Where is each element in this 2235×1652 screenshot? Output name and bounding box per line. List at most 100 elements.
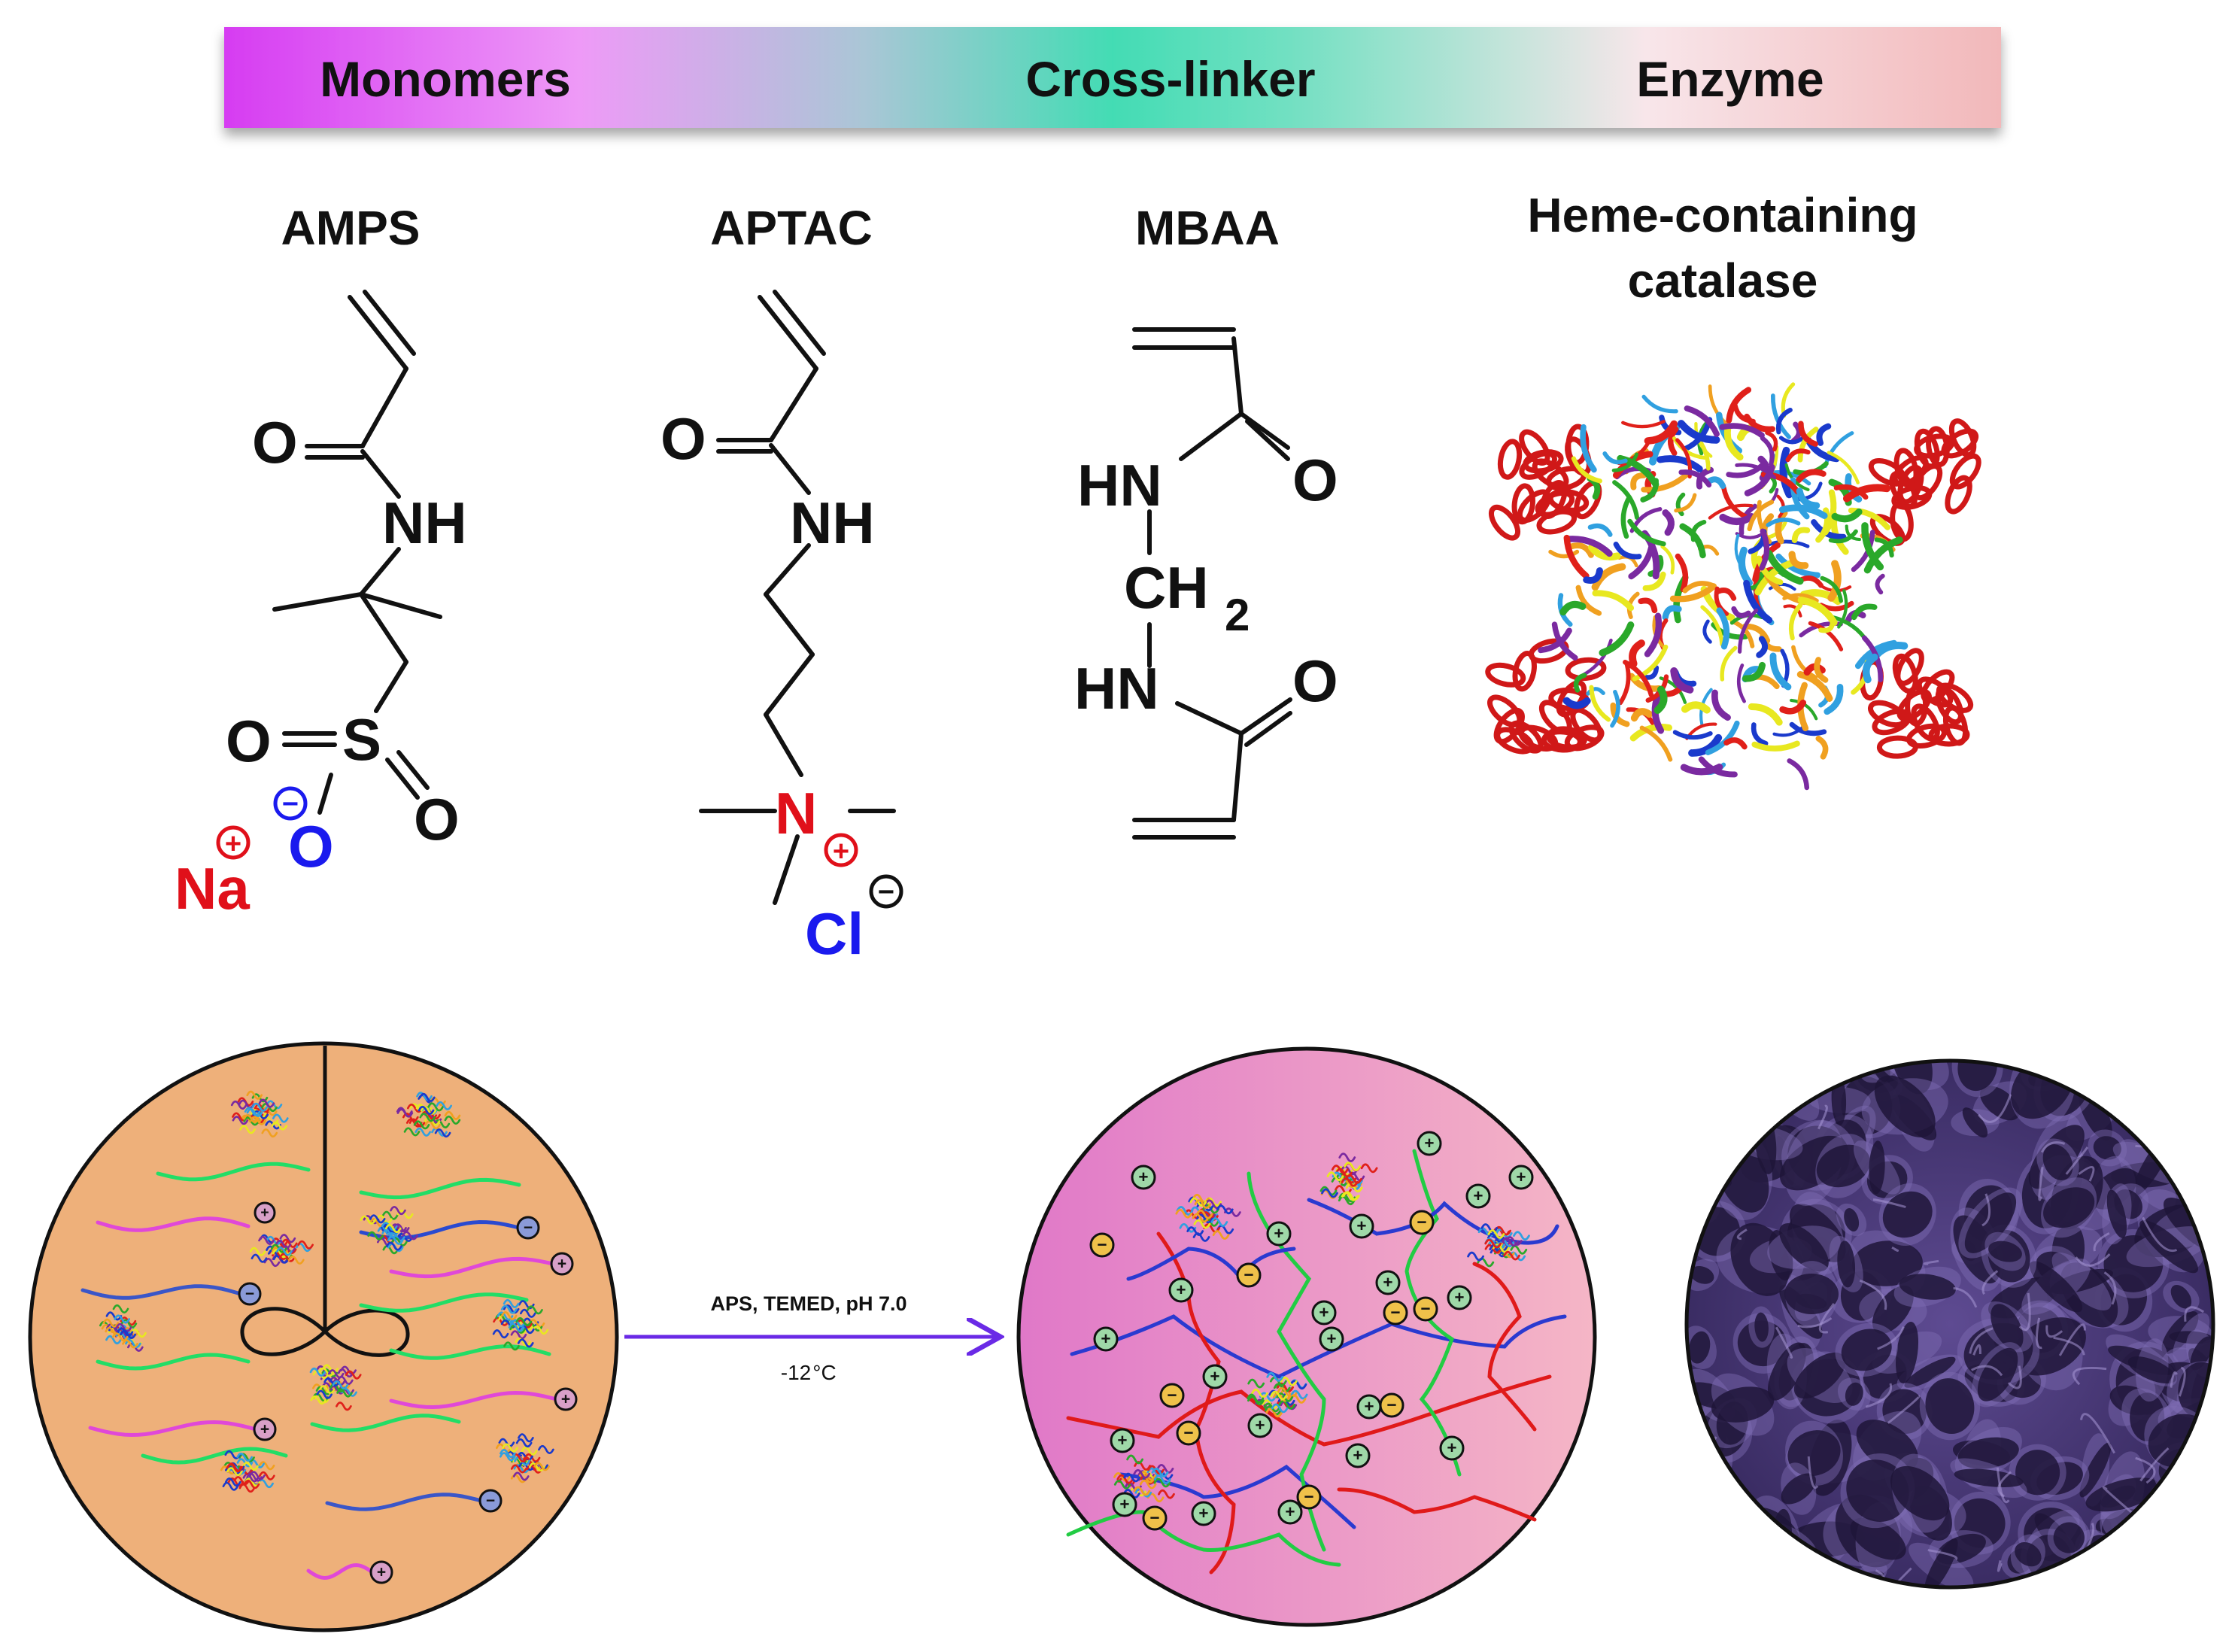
ribbon <box>1815 735 1829 760</box>
cationic-monomer-bead-sign: + <box>561 1390 570 1408</box>
negative-charge-bead-circle <box>1236 1262 1262 1288</box>
ridge <box>1736 1228 1748 1241</box>
ribbon <box>1583 567 1603 584</box>
ridge <box>2075 1253 2111 1267</box>
ridge <box>1877 1326 1905 1350</box>
ribbon <box>1723 425 1744 461</box>
protein-ribbon <box>1153 1474 1171 1484</box>
protein-ribbon <box>1344 1174 1362 1184</box>
pore <box>1964 1192 2017 1253</box>
category-banner: Monomers Cross-linker Enzyme <box>224 27 2001 128</box>
positive-charge-bead: + <box>1417 1131 1442 1156</box>
ribbon <box>1731 606 1751 618</box>
monomer-chain <box>359 1219 521 1241</box>
ribbon <box>1630 472 1647 490</box>
positive-charge-bead: + <box>1093 1326 1119 1352</box>
protein-ribbon <box>1259 1392 1277 1402</box>
pore <box>1882 1191 1933 1238</box>
polymer-chain <box>1126 1247 1296 1283</box>
ridge <box>1872 1198 1906 1209</box>
protein-ribbon <box>1151 1467 1169 1477</box>
ribbon <box>1820 575 1843 603</box>
protein-ribbon <box>369 1214 386 1224</box>
monomer-chain <box>325 1493 484 1511</box>
ribbon <box>1627 518 1666 547</box>
cationic-monomer-bead: + <box>550 1252 574 1276</box>
cationic-monomer-bead-circle <box>369 1560 393 1584</box>
ridge <box>2078 1165 2095 1182</box>
pore <box>1869 1140 1885 1195</box>
protein-ribbon <box>242 1462 259 1471</box>
ribbon <box>1575 585 1602 616</box>
negative-charge-bead-circle <box>1409 1210 1435 1235</box>
protein-ribbon <box>263 1257 281 1268</box>
protein-ribbon <box>1156 1464 1174 1474</box>
protein-ribbon <box>1484 1238 1502 1249</box>
protein-ribbon <box>226 1467 243 1477</box>
negative-charge-bead-circle <box>1383 1300 1408 1326</box>
positive-charge-bead-circle <box>1266 1221 1292 1247</box>
immobilized-catalase <box>1175 1193 1241 1242</box>
positive-charge-bead: + <box>1319 1326 1344 1352</box>
negative-charge-bead-sign: − <box>1149 1508 1159 1527</box>
positive-charge-bead-circle <box>1093 1326 1119 1352</box>
protein-ribbon <box>249 1247 266 1256</box>
ribbon <box>1875 573 1885 595</box>
pore <box>1957 1437 2019 1469</box>
amps-atoms: O NH S O O O − Na + <box>175 409 467 922</box>
ribbon <box>1559 600 1587 616</box>
mbaa-atom-hn-1: HN <box>1077 452 1162 518</box>
ridge <box>1807 1456 1819 1489</box>
ribbon <box>1747 500 1775 532</box>
helix <box>1895 648 1924 686</box>
mbaa-subscript-2: 2 <box>1225 590 1250 640</box>
ribbon <box>1679 523 1706 559</box>
positive-charge-bead: + <box>1439 1435 1465 1461</box>
negative-charge-bead-circle <box>1159 1383 1185 1408</box>
protein-ribbon <box>260 1107 278 1116</box>
catalase-molecule <box>220 1450 275 1493</box>
ribbon <box>1797 427 1819 463</box>
pore <box>1767 1342 1806 1401</box>
protein-ribbon <box>500 1449 516 1459</box>
protein-ribbon <box>281 1238 298 1248</box>
pore <box>1874 1075 1936 1137</box>
ridge <box>2170 1371 2178 1388</box>
solution-vessel <box>28 1041 619 1632</box>
protein-ribbon <box>1210 1217 1228 1227</box>
protein-ribbon <box>249 1471 266 1480</box>
ribbon <box>1641 394 1678 414</box>
ribbon <box>1783 604 1802 618</box>
pore <box>1924 1538 1958 1587</box>
ribbon <box>1862 653 1878 684</box>
cationic-monomer-bead-sign: + <box>377 1563 386 1581</box>
pore <box>1851 1241 1923 1286</box>
protein-ribbon <box>1331 1165 1349 1174</box>
protein-ribbon <box>515 1438 533 1448</box>
positive-charge-bead-sign: + <box>1119 1495 1129 1514</box>
ribbon <box>1720 645 1738 682</box>
protein-ribbon <box>1345 1183 1363 1193</box>
pore <box>2127 1356 2176 1384</box>
catalase-molecule <box>249 1234 314 1268</box>
ridge <box>1969 1327 1994 1354</box>
cationic-monomer-bead: + <box>554 1387 578 1411</box>
ribbon <box>1586 687 1605 696</box>
protein-ribbon <box>243 1114 260 1124</box>
ribbon <box>1702 619 1712 644</box>
catalase-molecule <box>99 1304 147 1352</box>
ribbon <box>1653 685 1668 715</box>
mbaa-atom-o-2: O <box>1292 648 1338 714</box>
ribbon <box>1592 590 1635 612</box>
protein-ribbon <box>1513 1231 1530 1241</box>
amps-atom-o-carbonyl: O <box>252 409 298 475</box>
monomer-chain <box>389 1390 559 1410</box>
sem-border <box>1684 1058 2215 1590</box>
ribbon <box>1748 703 1783 726</box>
monomer-chain <box>80 1284 243 1300</box>
pore <box>1954 1468 2024 1488</box>
protein-ribbon <box>258 1235 275 1245</box>
banner-label-cross-linker: Cross-linker <box>1025 51 1315 107</box>
pore <box>2015 1542 2042 1567</box>
protein-ribbon <box>323 1377 340 1387</box>
